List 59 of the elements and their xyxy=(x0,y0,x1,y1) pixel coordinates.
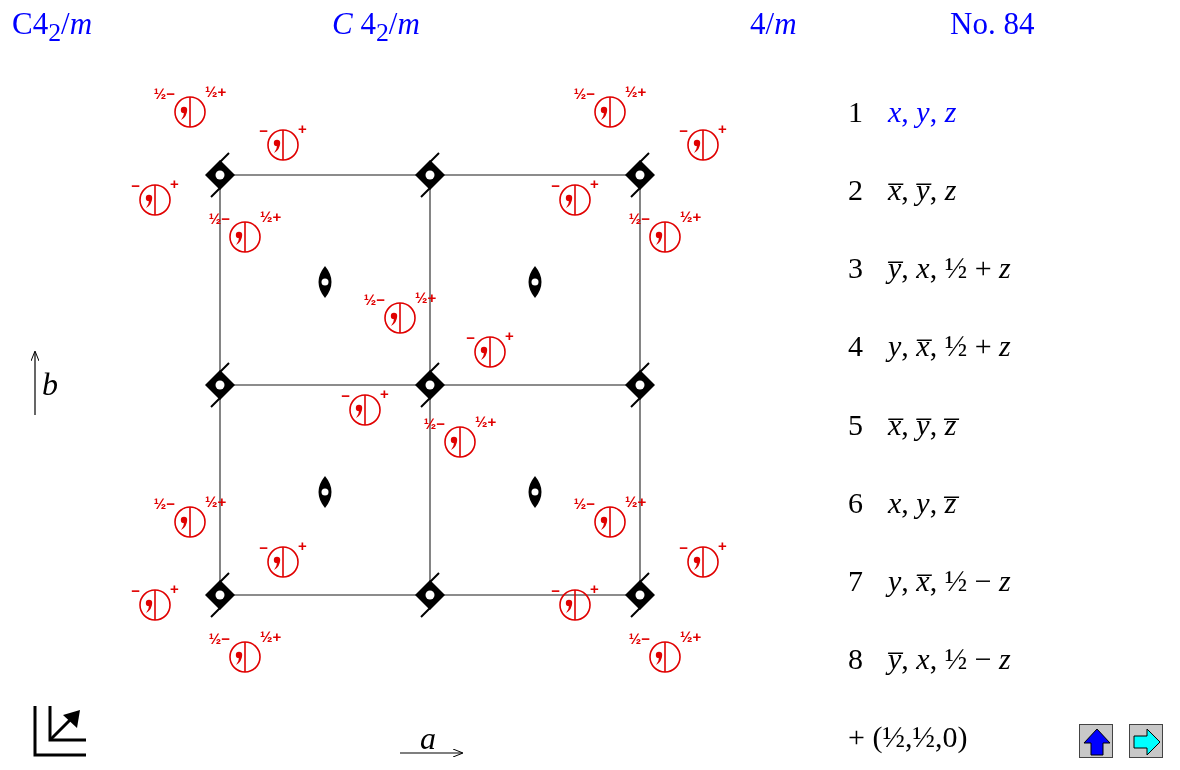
height-sign: − xyxy=(131,583,140,598)
height-sign: − xyxy=(131,178,140,193)
height-sign: ½+ xyxy=(625,494,647,509)
height-sign: + xyxy=(380,386,389,401)
height-sign: − xyxy=(551,178,560,193)
centring-translation: + (½,½,0) xyxy=(848,722,968,752)
height-sign: ½− xyxy=(363,292,385,307)
height-sign: ½− xyxy=(628,631,650,646)
height-sign: − xyxy=(551,583,560,598)
height-sign: − xyxy=(466,330,475,345)
position-number: 2 xyxy=(848,175,863,205)
coordinate-triplet: x̅, y̅, z̅ xyxy=(888,410,957,440)
height-sign: ½+ xyxy=(475,414,497,429)
height-sign: + xyxy=(505,328,514,343)
position-number: 3 xyxy=(848,253,863,283)
height-sign: ½− xyxy=(628,211,650,226)
axis-label: b xyxy=(42,368,58,400)
height-sign: + xyxy=(718,538,727,553)
position-number: 6 xyxy=(848,488,863,518)
height-sign: ½− xyxy=(153,496,175,511)
height-sign: ½− xyxy=(573,496,595,511)
height-sign: + xyxy=(298,121,307,136)
height-sign: ½+ xyxy=(625,84,647,99)
height-sign: ½− xyxy=(573,86,595,101)
height-sign: + xyxy=(170,581,179,596)
space-group-symbol: C 4$_{2}$/m xyxy=(332,8,420,46)
axis-label: a xyxy=(420,722,436,754)
height-sign: ½+ xyxy=(680,629,702,644)
height-sign: + xyxy=(298,538,307,553)
height-sign: + xyxy=(590,176,599,191)
height-sign: ½− xyxy=(208,631,230,646)
height-sign: + xyxy=(590,581,599,596)
height-sign: − xyxy=(679,123,688,138)
height-sign: ½− xyxy=(208,211,230,226)
height-sign: ½+ xyxy=(205,84,227,99)
coordinate-triplet: x, y, z̅ xyxy=(888,488,957,518)
height-sign: + xyxy=(170,176,179,191)
position-number: 1 xyxy=(848,97,863,127)
space-group-symbol: C4$_{2}$/m xyxy=(12,8,93,46)
position-number: 5 xyxy=(848,410,863,440)
height-sign: ½+ xyxy=(260,209,282,224)
height-sign: − xyxy=(259,123,268,138)
space-group-symbol: 4/m xyxy=(750,8,797,39)
height-sign: − xyxy=(341,388,350,403)
height-sign: ½+ xyxy=(415,290,437,305)
space-group-symbol: No. 84 xyxy=(950,8,1035,39)
height-sign: − xyxy=(259,540,268,555)
height-sign: ½− xyxy=(153,86,175,101)
height-sign: ½+ xyxy=(680,209,702,224)
coordinate-triplet: x, y, z xyxy=(888,97,957,127)
height-sign: − xyxy=(679,540,688,555)
height-sign: ½+ xyxy=(260,629,282,644)
height-sign: ½− xyxy=(423,416,445,431)
position-number: 8 xyxy=(848,644,863,674)
coordinate-triplet: x̅, y̅, z xyxy=(888,175,957,205)
height-sign: ½+ xyxy=(205,494,227,509)
position-number: 4 xyxy=(848,331,863,361)
position-number: 7 xyxy=(848,566,863,596)
height-sign: + xyxy=(718,121,727,136)
